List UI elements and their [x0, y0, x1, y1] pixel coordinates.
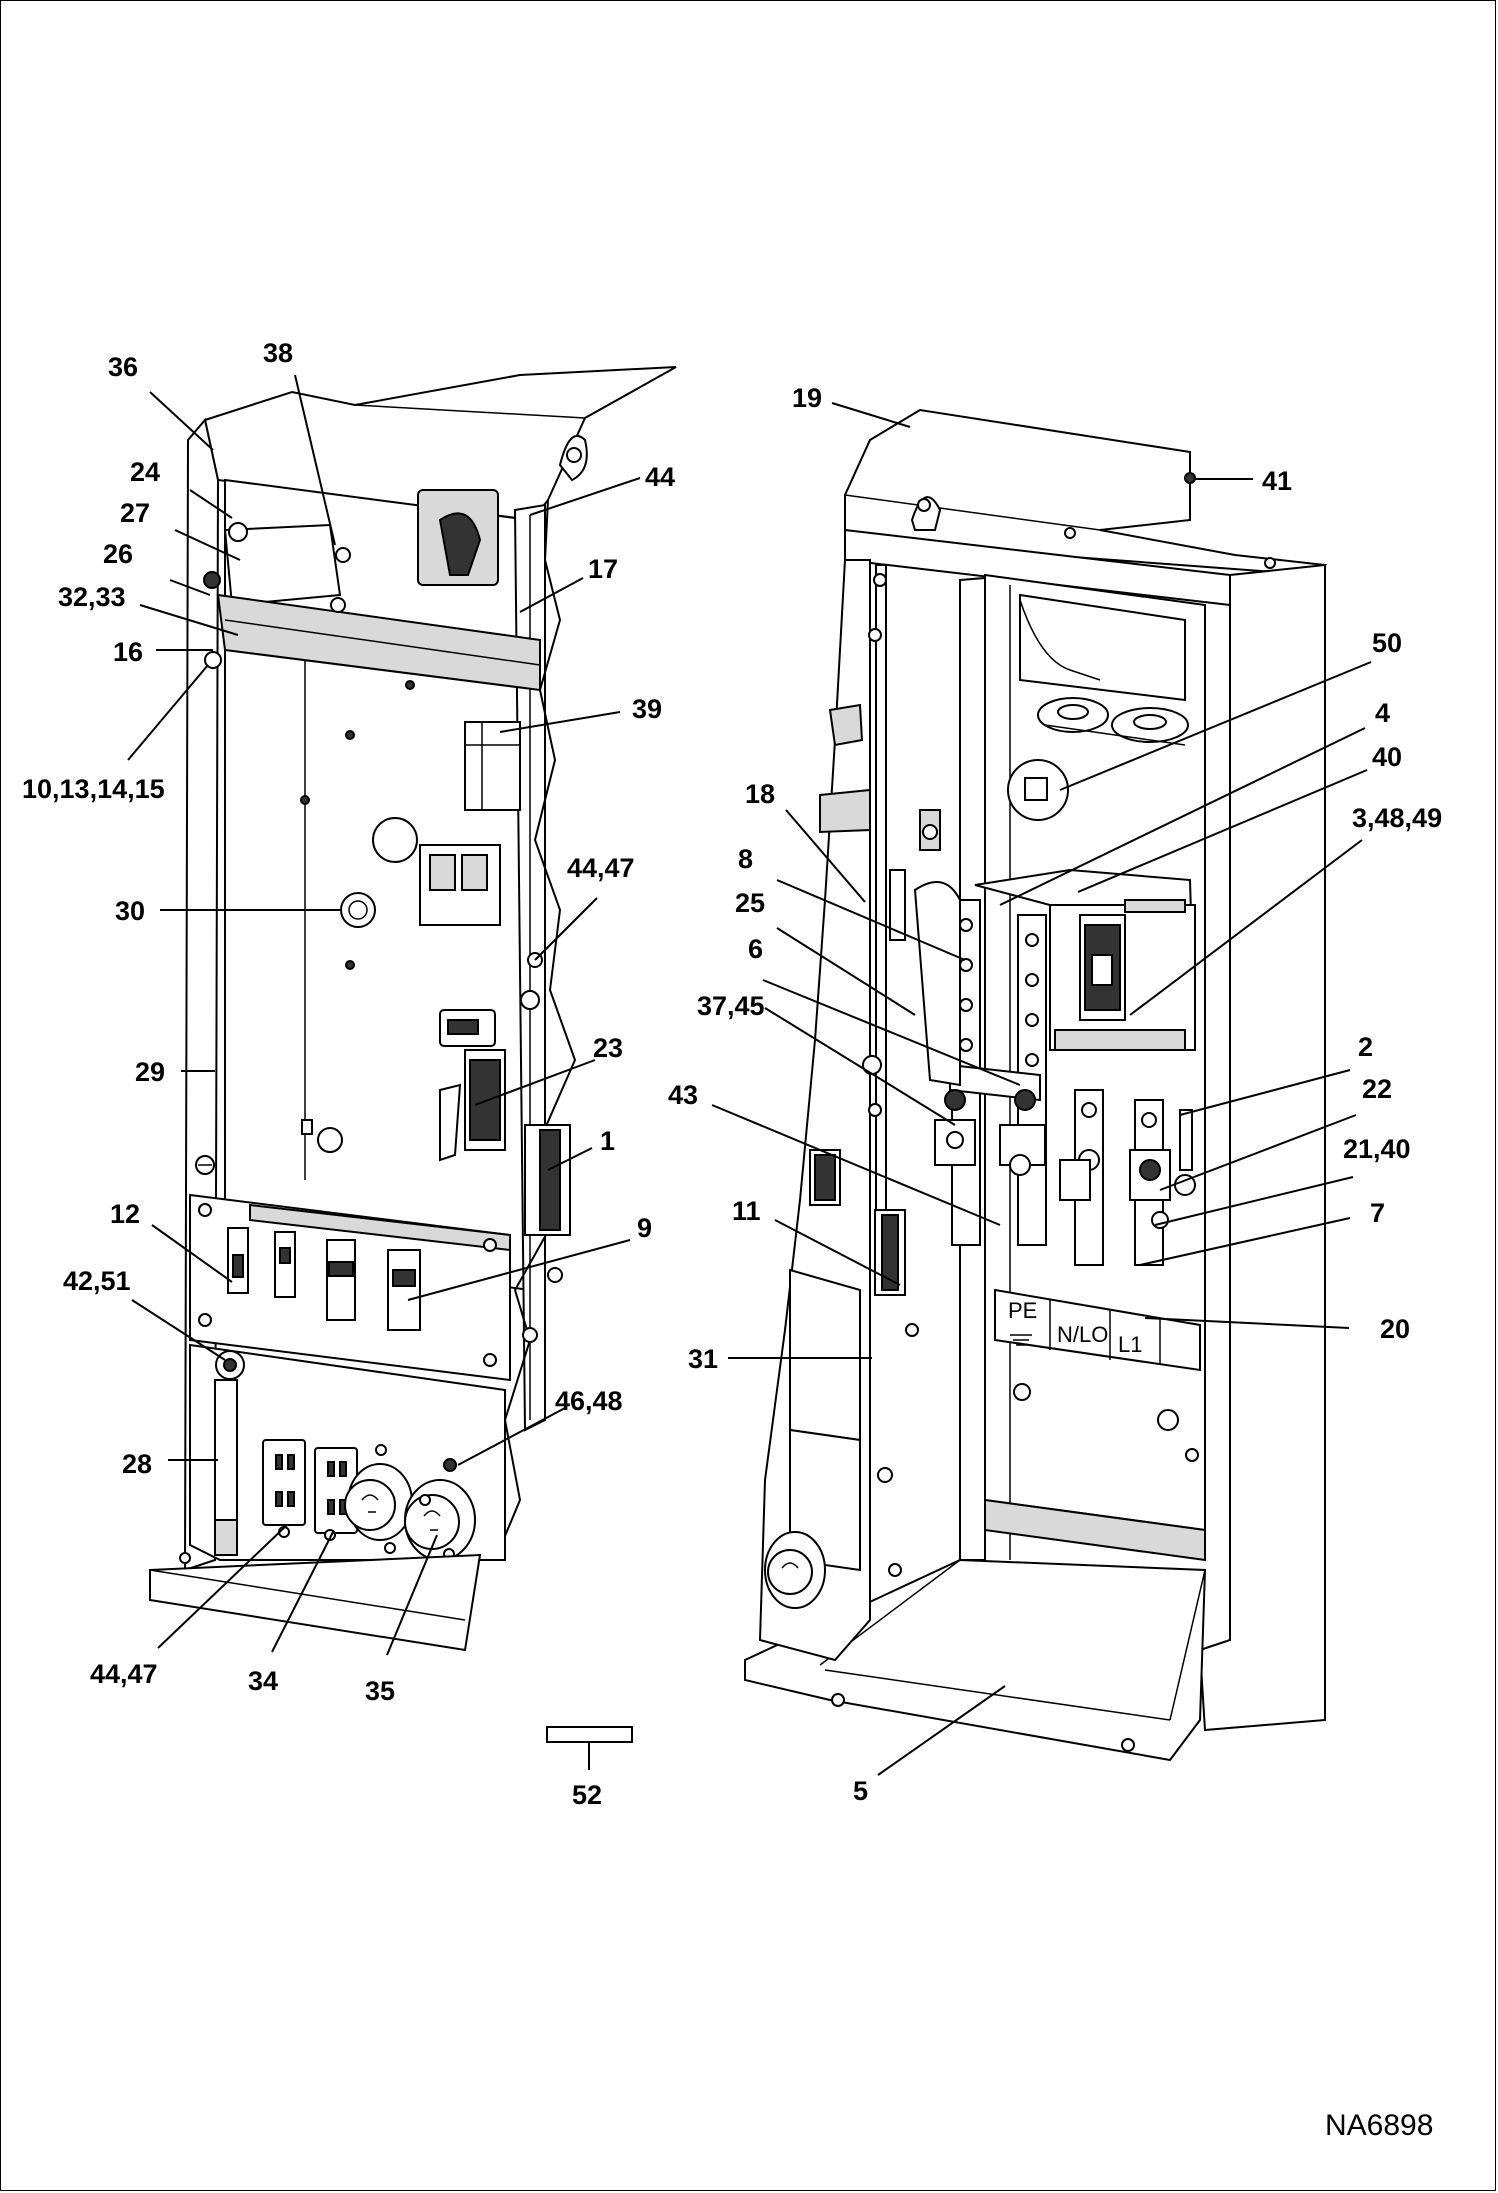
callout-23: 23 [593, 1033, 623, 1063]
callout-19: 19 [792, 383, 822, 413]
callout-7: 7 [1370, 1198, 1385, 1228]
callout-29: 29 [135, 1057, 165, 1087]
callout-6: 6 [748, 934, 763, 964]
callout-21-40: 21,40 [1343, 1134, 1411, 1164]
right-callouts: 19 41 50 4 40 18 3,48,49 8 25 6 37,45 2 … [668, 383, 1442, 1806]
callout-20: 20 [1380, 1314, 1410, 1344]
callout-43: 43 [668, 1080, 698, 1110]
callout-16: 16 [113, 637, 143, 667]
terminal-label-l1: L1 [1118, 1332, 1142, 1357]
callout-46-48: 46,48 [555, 1386, 623, 1416]
callout-28: 28 [122, 1449, 152, 1479]
callout-32-33: 32,33 [58, 582, 126, 612]
callout-22: 22 [1362, 1074, 1392, 1104]
callout-8: 8 [738, 844, 753, 874]
callout-4: 4 [1375, 698, 1390, 728]
callout-25: 25 [735, 888, 765, 918]
left-cabinet [149, 366, 677, 1652]
callout-24: 24 [130, 457, 160, 487]
callout-52: 52 [572, 1780, 602, 1810]
callout-26: 26 [103, 539, 133, 569]
terminal-label-pe: PE [1008, 1298, 1037, 1323]
callout-31: 31 [688, 1344, 718, 1374]
callout-41: 41 [1262, 466, 1292, 496]
figure-id: NA6898 [1325, 2109, 1433, 2142]
callout-36: 36 [108, 352, 138, 382]
callout-12: 12 [110, 1199, 140, 1229]
callout-38: 38 [263, 338, 293, 368]
callout-1: 1 [600, 1126, 615, 1156]
part-52-label-plate [546, 1726, 633, 1743]
callout-9: 9 [637, 1213, 652, 1243]
callout-44-top: 44 [645, 462, 675, 492]
callout-17: 17 [588, 554, 618, 584]
terminal-label-nlo: N/LO [1057, 1322, 1108, 1347]
callout-18: 18 [745, 779, 775, 809]
callout-11: 11 [732, 1196, 761, 1226]
callout-5: 5 [853, 1776, 868, 1806]
right-cabinet: PE N/LO L1 [744, 408, 1328, 1762]
callout-34: 34 [248, 1666, 278, 1696]
callout-37-45: 37,45 [697, 991, 765, 1021]
callout-44-47-bottom: 44,47 [90, 1659, 158, 1689]
callout-44-47-mid: 44,47 [567, 853, 635, 883]
callout-40: 40 [1372, 742, 1402, 772]
callout-35: 35 [365, 1676, 395, 1706]
callout-30: 30 [115, 896, 145, 926]
callout-50: 50 [1372, 628, 1402, 658]
callout-42-51: 42,51 [63, 1266, 131, 1296]
left-callouts: 36 38 24 27 26 32,33 16 10,13,14,15 44 1… [22, 338, 675, 1810]
callout-27: 27 [120, 498, 150, 528]
callout-10-13-14-15: 10,13,14,15 [22, 774, 165, 804]
callout-3-48-49: 3,48,49 [1352, 803, 1442, 833]
leader-lines [127, 374, 1372, 1776]
callout-39: 39 [632, 694, 662, 724]
callout-2: 2 [1358, 1032, 1373, 1062]
